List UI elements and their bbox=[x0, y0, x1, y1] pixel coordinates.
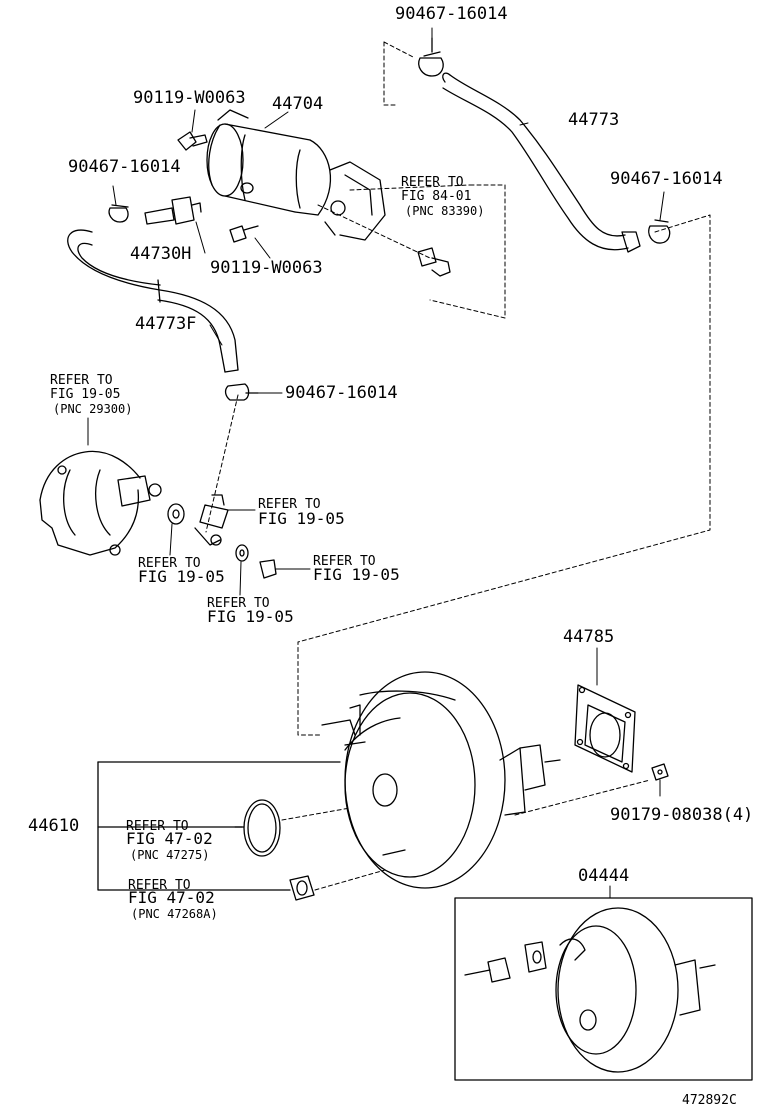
label-fitting: 44730H bbox=[130, 244, 192, 264]
label-clip-top: 90467-16014 bbox=[395, 4, 508, 24]
o-ring-shape bbox=[243, 799, 281, 857]
valve-right-shape bbox=[417, 247, 451, 277]
bracket-44610 bbox=[97, 761, 341, 891]
brake-booster-shape bbox=[321, 671, 561, 889]
ref-84-pnc: (PNC 83390) bbox=[405, 204, 485, 218]
label-nut: 90179-08038(4) bbox=[610, 805, 754, 825]
label-hose-main: 44773 bbox=[568, 110, 620, 130]
ref-47b-line2: FIG 47-02 bbox=[128, 888, 215, 907]
figure-id: 472892C bbox=[682, 1093, 737, 1108]
check-valve-shape bbox=[194, 494, 229, 546]
ref-19d-line1: REFER TO bbox=[313, 554, 376, 569]
ref-19b-line2: FIG 19-05 bbox=[258, 509, 345, 528]
label-clip-right: 90467-16014 bbox=[610, 169, 723, 189]
label-bolt-top: 90119-W0063 bbox=[133, 88, 246, 108]
grommet-shape bbox=[289, 875, 315, 901]
ref-19b-line1: REFER TO bbox=[258, 497, 321, 512]
ref-19e-line2: FIG 19-05 bbox=[207, 607, 294, 626]
clip-mid-shape bbox=[224, 383, 259, 401]
hose-44773-shape bbox=[442, 72, 641, 253]
nut-shape bbox=[651, 763, 669, 781]
vacuum-pump-shape bbox=[39, 450, 162, 556]
label-hose-f: 44773F bbox=[135, 314, 197, 334]
kit-contents-shape bbox=[464, 907, 716, 1073]
bolt-lower-shape bbox=[229, 225, 259, 243]
kit-box-shape bbox=[454, 897, 753, 1081]
gasket-44785-shape bbox=[574, 684, 636, 773]
clip-top-shape bbox=[418, 37, 444, 77]
bolt-top-shape bbox=[177, 131, 208, 151]
ref-47a-pnc: (PNC 47275) bbox=[130, 848, 210, 862]
label-clip-mid: 90467-16014 bbox=[285, 383, 398, 403]
ref-84-line1: REFER TO bbox=[401, 175, 464, 190]
washers-shape bbox=[167, 503, 277, 579]
fitting-44730h-shape bbox=[144, 196, 202, 225]
label-kit: 04444 bbox=[578, 866, 630, 886]
label-bolt-lower: 90119-W0063 bbox=[210, 258, 323, 278]
dashed-guide-lines bbox=[205, 41, 711, 891]
label-tank: 44704 bbox=[272, 94, 324, 114]
ref-19c-line2: FIG 19-05 bbox=[138, 567, 225, 586]
label-gasket: 44785 bbox=[563, 627, 615, 647]
clip-left-shape bbox=[108, 204, 129, 223]
ref-19e-line1: REFER TO bbox=[207, 596, 270, 611]
tank-44704-shape bbox=[206, 109, 386, 241]
label-booster: 44610 bbox=[28, 816, 80, 836]
ref-19d-line2: FIG 19-05 bbox=[313, 565, 400, 584]
clip-right-shape bbox=[648, 219, 671, 244]
label-clip-left: 90467-16014 bbox=[68, 157, 181, 177]
ref-47b-pnc: (PNC 47268A) bbox=[131, 907, 218, 921]
ref-47b-line1: REFER TO bbox=[128, 878, 191, 893]
ref-19a-line2: FIG 19-05 bbox=[50, 387, 121, 402]
ref-19a-pnc: (PNC 29300) bbox=[53, 402, 133, 416]
ref-47a-line2: FIG 47-02 bbox=[126, 829, 213, 848]
ref-19c-line1: REFER TO bbox=[138, 556, 201, 571]
ref-84-line2: FIG 84-01 bbox=[401, 189, 472, 204]
ref-19a-line1: REFER TO bbox=[50, 373, 113, 388]
hose-44773f-shape bbox=[67, 229, 239, 373]
leader-lines bbox=[87, 27, 665, 899]
ref-47a-line1: REFER TO bbox=[126, 819, 189, 834]
